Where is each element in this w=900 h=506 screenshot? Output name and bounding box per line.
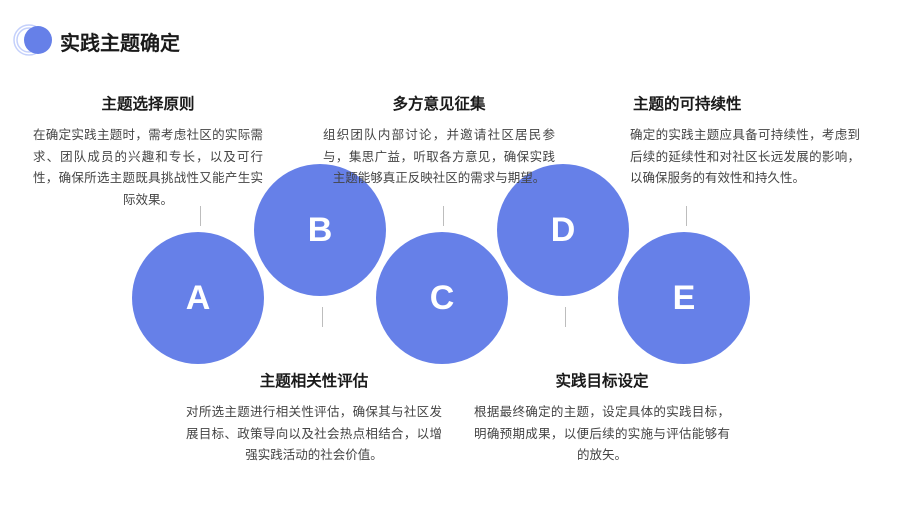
block-body: 根据最终确定的主题，设定具体的实践目标，明确预期成果，以便后续的实施与评估能够有… (474, 404, 730, 462)
block-title: 主题相关性评估 (259, 372, 369, 390)
connector-b (322, 307, 323, 327)
circle-a: A (132, 232, 264, 364)
connector-d (565, 307, 566, 327)
connector-e (686, 206, 687, 226)
circle-e: E (618, 232, 750, 364)
circle-b: B (254, 164, 386, 296)
logo-circles-icon (13, 24, 52, 56)
text-block-sustainability: 主题的可持续性 确定的实践主题应具备可持续性，考虑到后续的延续性和对社区长远发展… (630, 93, 860, 189)
block-body: 对所选主题进行相关性评估，确保其与社区发展目标、政策导向以及社会热点相结合，以增… (186, 404, 442, 462)
connector-c (443, 206, 444, 226)
text-block-principle: 主题选择原则 在确定实践主题时，需考虑社区的实际需求、团队成员的兴趣和专长，以及… (33, 93, 263, 210)
circle-d: D (497, 164, 629, 296)
connector-a (200, 206, 201, 226)
block-title: 多方意见征集 (392, 95, 486, 113)
page-title: 实践主题确定 (60, 31, 180, 55)
block-body: 确定的实践主题应具备可持续性，考虑到后续的延续性和对社区长远发展的影响，以确保服… (630, 127, 860, 185)
block-title: 主题选择原则 (101, 95, 195, 113)
text-block-opinions: 多方意见征集 组织团队内部讨论，并邀请社区居民参与，集思广益，听取各方意见，确保… (323, 93, 555, 189)
block-title: 主题的可持续性 (633, 95, 742, 113)
circle-c: C (376, 232, 508, 364)
block-body: 在确定实践主题时，需考虑社区的实际需求、团队成员的兴趣和专长，以及可行性，确保所… (33, 127, 263, 207)
block-body: 组织团队内部讨论，并邀请社区居民参与，集思广益，听取各方意见，确保实践主题能够真… (323, 127, 555, 185)
block-title: 实践目标设定 (555, 372, 649, 390)
text-block-relevance: 主题相关性评估 对所选主题进行相关性评估，确保其与社区发展目标、政策导向以及社会… (186, 370, 442, 466)
text-block-goals: 实践目标设定 根据最终确定的主题，设定具体的实践目标，明确预期成果，以便后续的实… (474, 370, 730, 466)
